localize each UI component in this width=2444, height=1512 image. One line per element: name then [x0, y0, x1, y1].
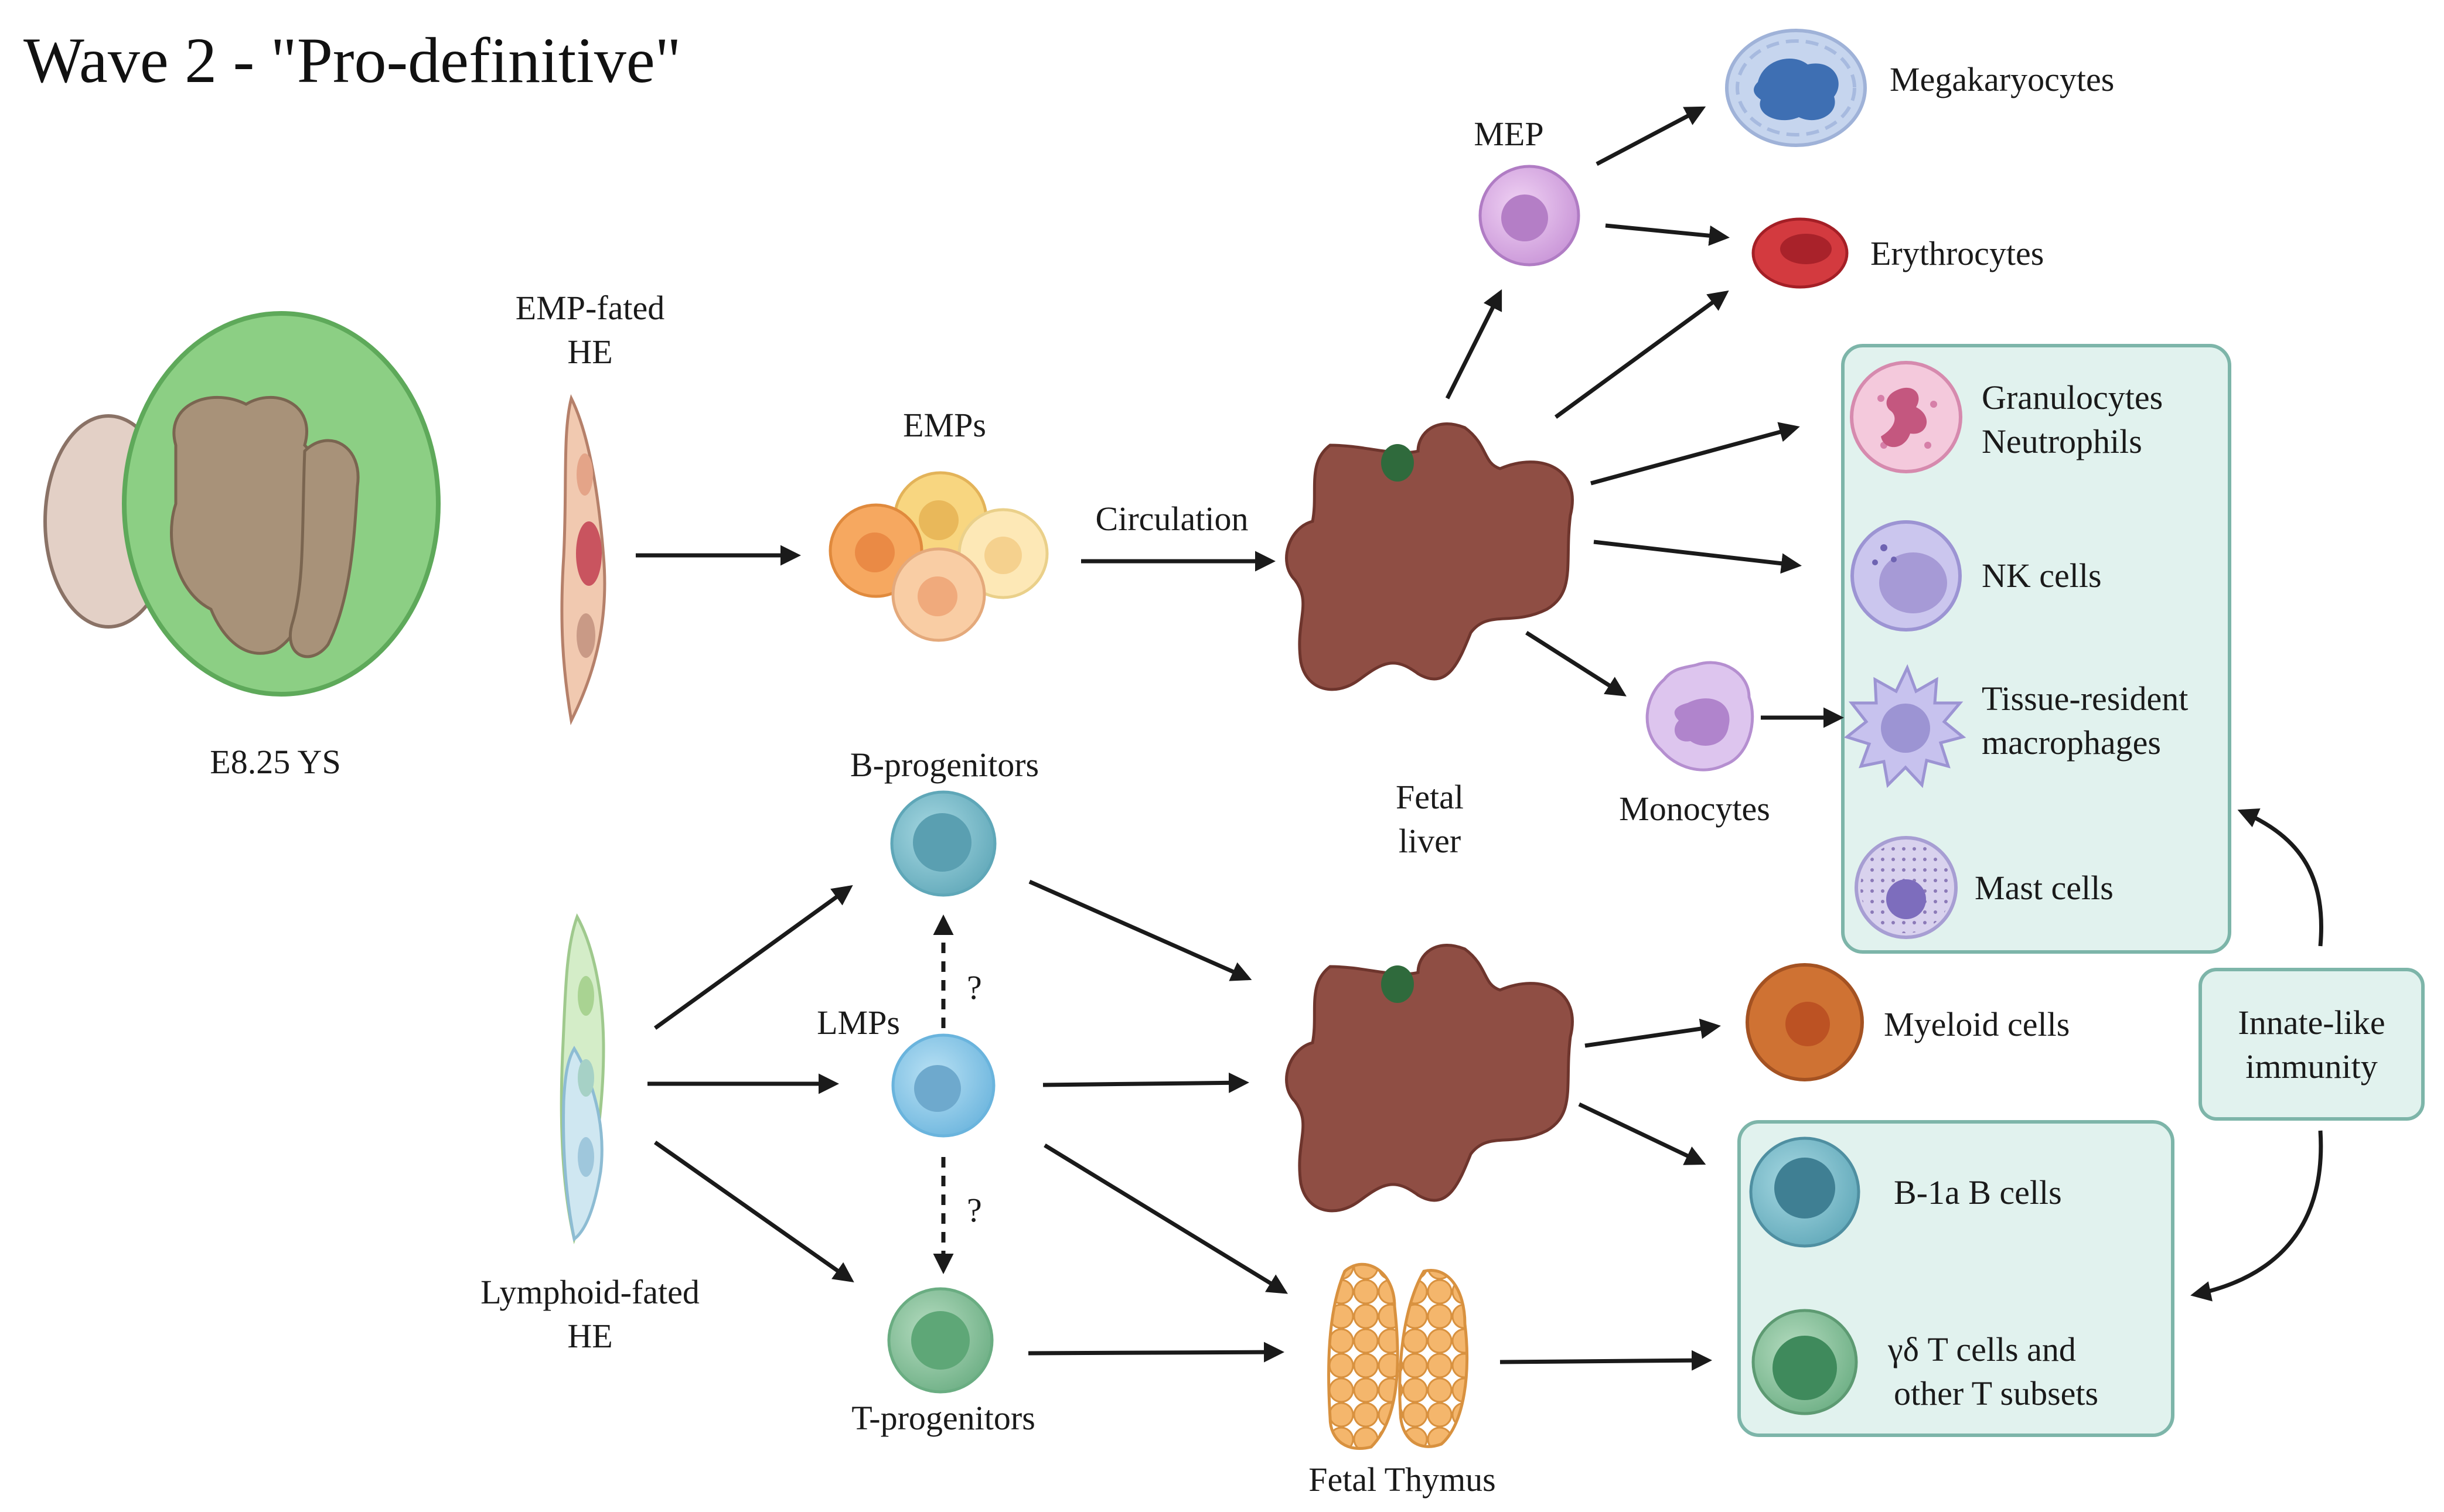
mast-cell [1855, 836, 1958, 939]
gd-t-cell [1751, 1309, 1858, 1415]
immunity-label: immunity [2245, 1047, 2378, 1086]
yolk-sac-embryo-illustration [43, 311, 441, 697]
fetal-liver-illustration [1285, 422, 1574, 691]
lymphoid-he-label: Lymphoid-fated [480, 1273, 700, 1311]
macrophages-label-line2: macrophages [1982, 723, 2161, 762]
monocytes-label: Monocytes [1619, 790, 1770, 828]
macrophages-label: Tissue-resident [1982, 680, 2188, 718]
megakaryocytes-label: Megakaryocytes [1890, 60, 2114, 98]
fetal-thymus-illustration [1327, 1262, 1469, 1450]
emp-he-label: EMP-fated [516, 289, 665, 327]
fetal-thymus-label: Fetal Thymus [1308, 1460, 1496, 1499]
myeloid-output-box [1841, 344, 2231, 954]
t-progenitors-label: T-progenitors [851, 1399, 1035, 1437]
erythrocyte-cell [1751, 217, 1849, 289]
emps-label: EMPs [903, 406, 986, 444]
innate-like-label: Innate-like [2238, 1004, 2385, 1042]
nk-cells-label: NK cells [1982, 557, 2102, 595]
arrows [636, 106, 2323, 1371]
question-mark-lower: ? [967, 1191, 982, 1229]
myeloid-cells-label: Myeloid cells [1884, 1005, 2070, 1043]
ys-label: E8.25 YS [210, 743, 340, 781]
emp-he-label-line2: HE [567, 333, 612, 371]
other-t-subsets-label: other T subsets [1894, 1374, 2098, 1412]
megakaryocyte-cell [1725, 29, 1867, 147]
b-progenitors-label: B-progenitors [850, 746, 1039, 784]
granulocytes-label: Granulocytes [1982, 378, 2163, 417]
erythrocytes-label: Erythrocytes [1870, 234, 2044, 272]
neutrophils-label: Neutrophils [1982, 422, 2142, 460]
question-mark-upper: ? [967, 968, 982, 1006]
mep-label: MEP [1474, 115, 1543, 153]
lymphoid-he-label-line2: HE [567, 1317, 612, 1355]
emps-cell-cluster [829, 471, 1049, 642]
fetal-liver-illustration-lower [1285, 944, 1574, 1213]
nk-cell [1850, 520, 1962, 632]
gd-t-cells-label: γδ T cells and [1887, 1330, 2076, 1368]
mast-cells-label: Mast cells [1975, 869, 2114, 907]
mep-cell [1478, 165, 1580, 267]
diagram-title: Wave 2 - "Pro-definitive" [23, 25, 681, 96]
b-progenitor-cell [890, 790, 997, 897]
granulocyte-cell [1850, 361, 1962, 473]
t-progenitor-cell [887, 1287, 994, 1394]
fetal-liver-label: Fetal [1396, 778, 1464, 816]
macrophage-cell [1843, 664, 1966, 789]
monocyte-cell [1645, 661, 1754, 772]
emp-fated-he-cells [560, 394, 606, 725]
lymphoid-fated-he-cells [560, 913, 605, 1244]
fetal-liver-label-line2: liver [1399, 822, 1461, 860]
lmp-cell [891, 1033, 996, 1138]
circulation-label: Circulation [1096, 500, 1249, 538]
b1a-b-cell [1749, 1136, 1860, 1248]
innate-like-immunity-box [2198, 968, 2425, 1121]
lmps-label: LMPs [817, 1004, 900, 1042]
myeloid-cell [1746, 963, 1864, 1081]
b1a-b-cells-label: B-1a B cells [1894, 1173, 2062, 1211]
